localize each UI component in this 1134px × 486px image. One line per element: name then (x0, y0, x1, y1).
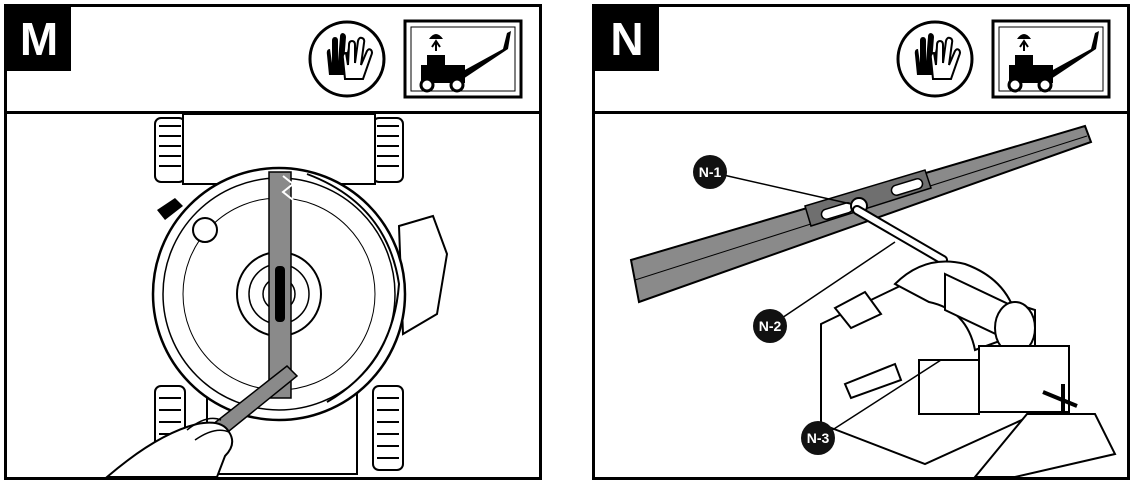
step-label: N (595, 7, 659, 71)
panel-n: N (592, 4, 1130, 480)
step-label: M (7, 7, 71, 71)
disconnect-spark-plug-icon (403, 19, 523, 99)
mower-underside-illustration (105, 114, 449, 477)
callout-n2: N-2 (753, 309, 787, 343)
blade-in-vise-illustration (629, 124, 1117, 477)
gloves-icon (896, 20, 974, 98)
panel-header: N (595, 7, 1127, 114)
callout-n1: N-1 (693, 155, 727, 189)
panel-header: M (7, 7, 539, 114)
disconnect-spark-plug-icon (991, 19, 1111, 99)
panel-m: M (4, 4, 542, 480)
gloves-icon (308, 20, 386, 98)
callout-n3: N-3 (801, 421, 835, 455)
